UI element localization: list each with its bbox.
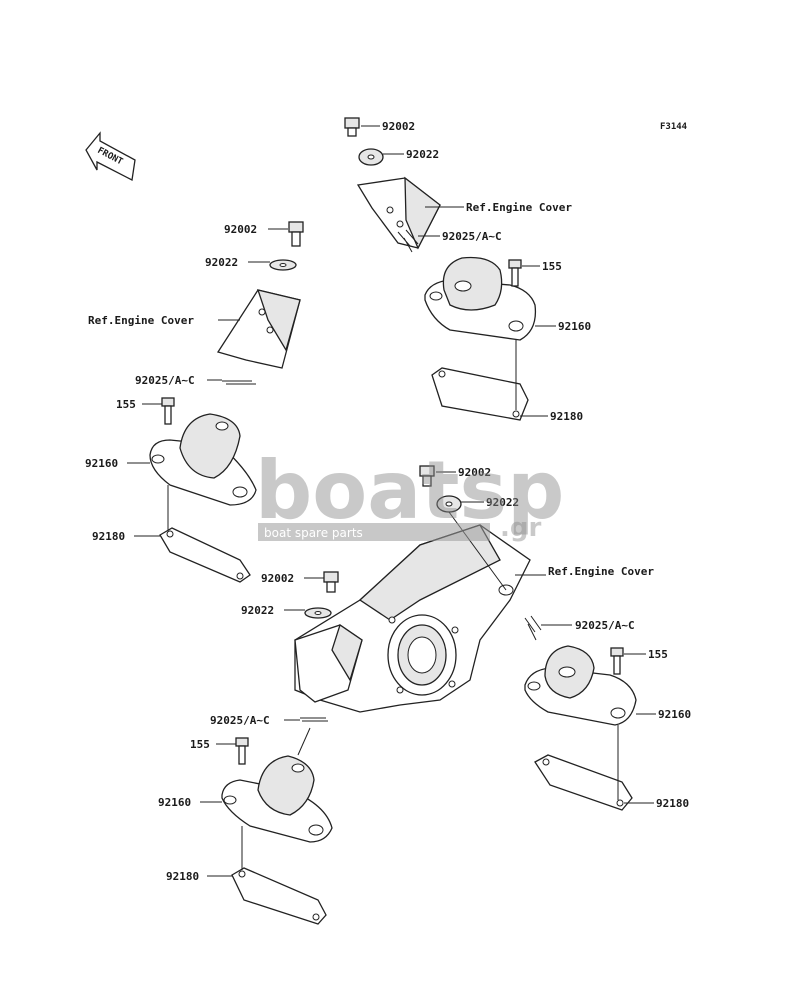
part-number-label: 92180 (166, 870, 199, 883)
part-number-label: 92160 (158, 796, 191, 809)
part-number-label: 92180 (550, 410, 583, 423)
center-hardware: 92002 92022 Ref.Engine Cover (419, 465, 654, 591)
bolt-icon (288, 221, 304, 247)
middle-left-hardware: 92002 92022 (241, 571, 339, 619)
watermark: boatsp .gr boat spare parts (255, 444, 564, 543)
top-left-mount-assembly: 92002 92022 Ref.Engine Cover 92025/A~C 1… (85, 221, 304, 583)
gasket-icon (534, 754, 633, 811)
figure-code: F3144 (660, 122, 688, 132)
part-number-label: 155 (190, 738, 210, 751)
engine-mount-icon (524, 645, 637, 726)
bolt-icon (235, 737, 249, 765)
bolt-icon (161, 397, 175, 425)
reference-label: Ref.Engine Cover (548, 565, 654, 578)
part-number-label: 155 (542, 260, 562, 273)
part-number-label: 92002 (261, 572, 294, 585)
bolt-icon (323, 571, 339, 593)
part-number-label: 92180 (92, 530, 125, 543)
part-number-label: 92025/A~C (442, 230, 502, 243)
part-number-label: 92022 (406, 148, 439, 161)
bolt-icon (610, 647, 624, 675)
engine-mount-icon (149, 413, 257, 506)
clip-icon (397, 229, 419, 253)
clip-icon (524, 615, 542, 641)
part-number-label: 92025/A~C (135, 374, 195, 387)
part-number-label: 92022 (205, 256, 238, 269)
watermark-tagline: boat spare parts (264, 526, 363, 540)
bottom-left-mount-assembly: 92025/A~C 155 92160 92180 (158, 714, 333, 925)
watermark-domain: .gr (500, 513, 541, 543)
engine-housing-icon (294, 524, 531, 713)
part-number-label: 92160 (85, 457, 118, 470)
bolt-icon (508, 259, 522, 287)
part-number-label: 92002 (224, 223, 257, 236)
engine-mount-icon (221, 755, 333, 843)
part-number-label: 92025/A~C (575, 619, 635, 632)
part-number-label: 92002 (458, 466, 491, 479)
part-number-label: 92160 (558, 320, 591, 333)
part-number-label: 92002 (382, 120, 415, 133)
bracket-icon (216, 289, 301, 369)
part-number-label: 155 (648, 648, 668, 661)
front-arrow-icon: FRONT (85, 131, 136, 181)
clip-icon (300, 717, 328, 722)
part-number-label: 92180 (656, 797, 689, 810)
gasket-icon (231, 867, 327, 925)
engine-mount-icon (424, 256, 537, 341)
part-number-label: 155 (116, 398, 136, 411)
bolt-icon (344, 117, 360, 137)
clip-icon (222, 380, 256, 385)
part-number-label: 92160 (658, 708, 691, 721)
part-number-label: 92022 (241, 604, 274, 617)
part-number-label: 92025/A~C (210, 714, 270, 727)
reference-label: Ref.Engine Cover (466, 201, 572, 214)
gasket-icon (159, 527, 251, 583)
top-right-mount-assembly: 92002 92022 Ref.Engine Cover 92025/A~C 1… (344, 117, 591, 423)
watermark-brand: boatsp (255, 444, 564, 537)
gasket-icon (431, 367, 529, 421)
bottom-right-mount-assembly: 92025/A~C 155 92160 92180 (524, 615, 691, 811)
reference-label: Ref.Engine Cover (88, 314, 194, 327)
bolt-icon (419, 465, 435, 487)
part-number-label: 92022 (486, 496, 519, 509)
bracket-icon (356, 176, 441, 250)
